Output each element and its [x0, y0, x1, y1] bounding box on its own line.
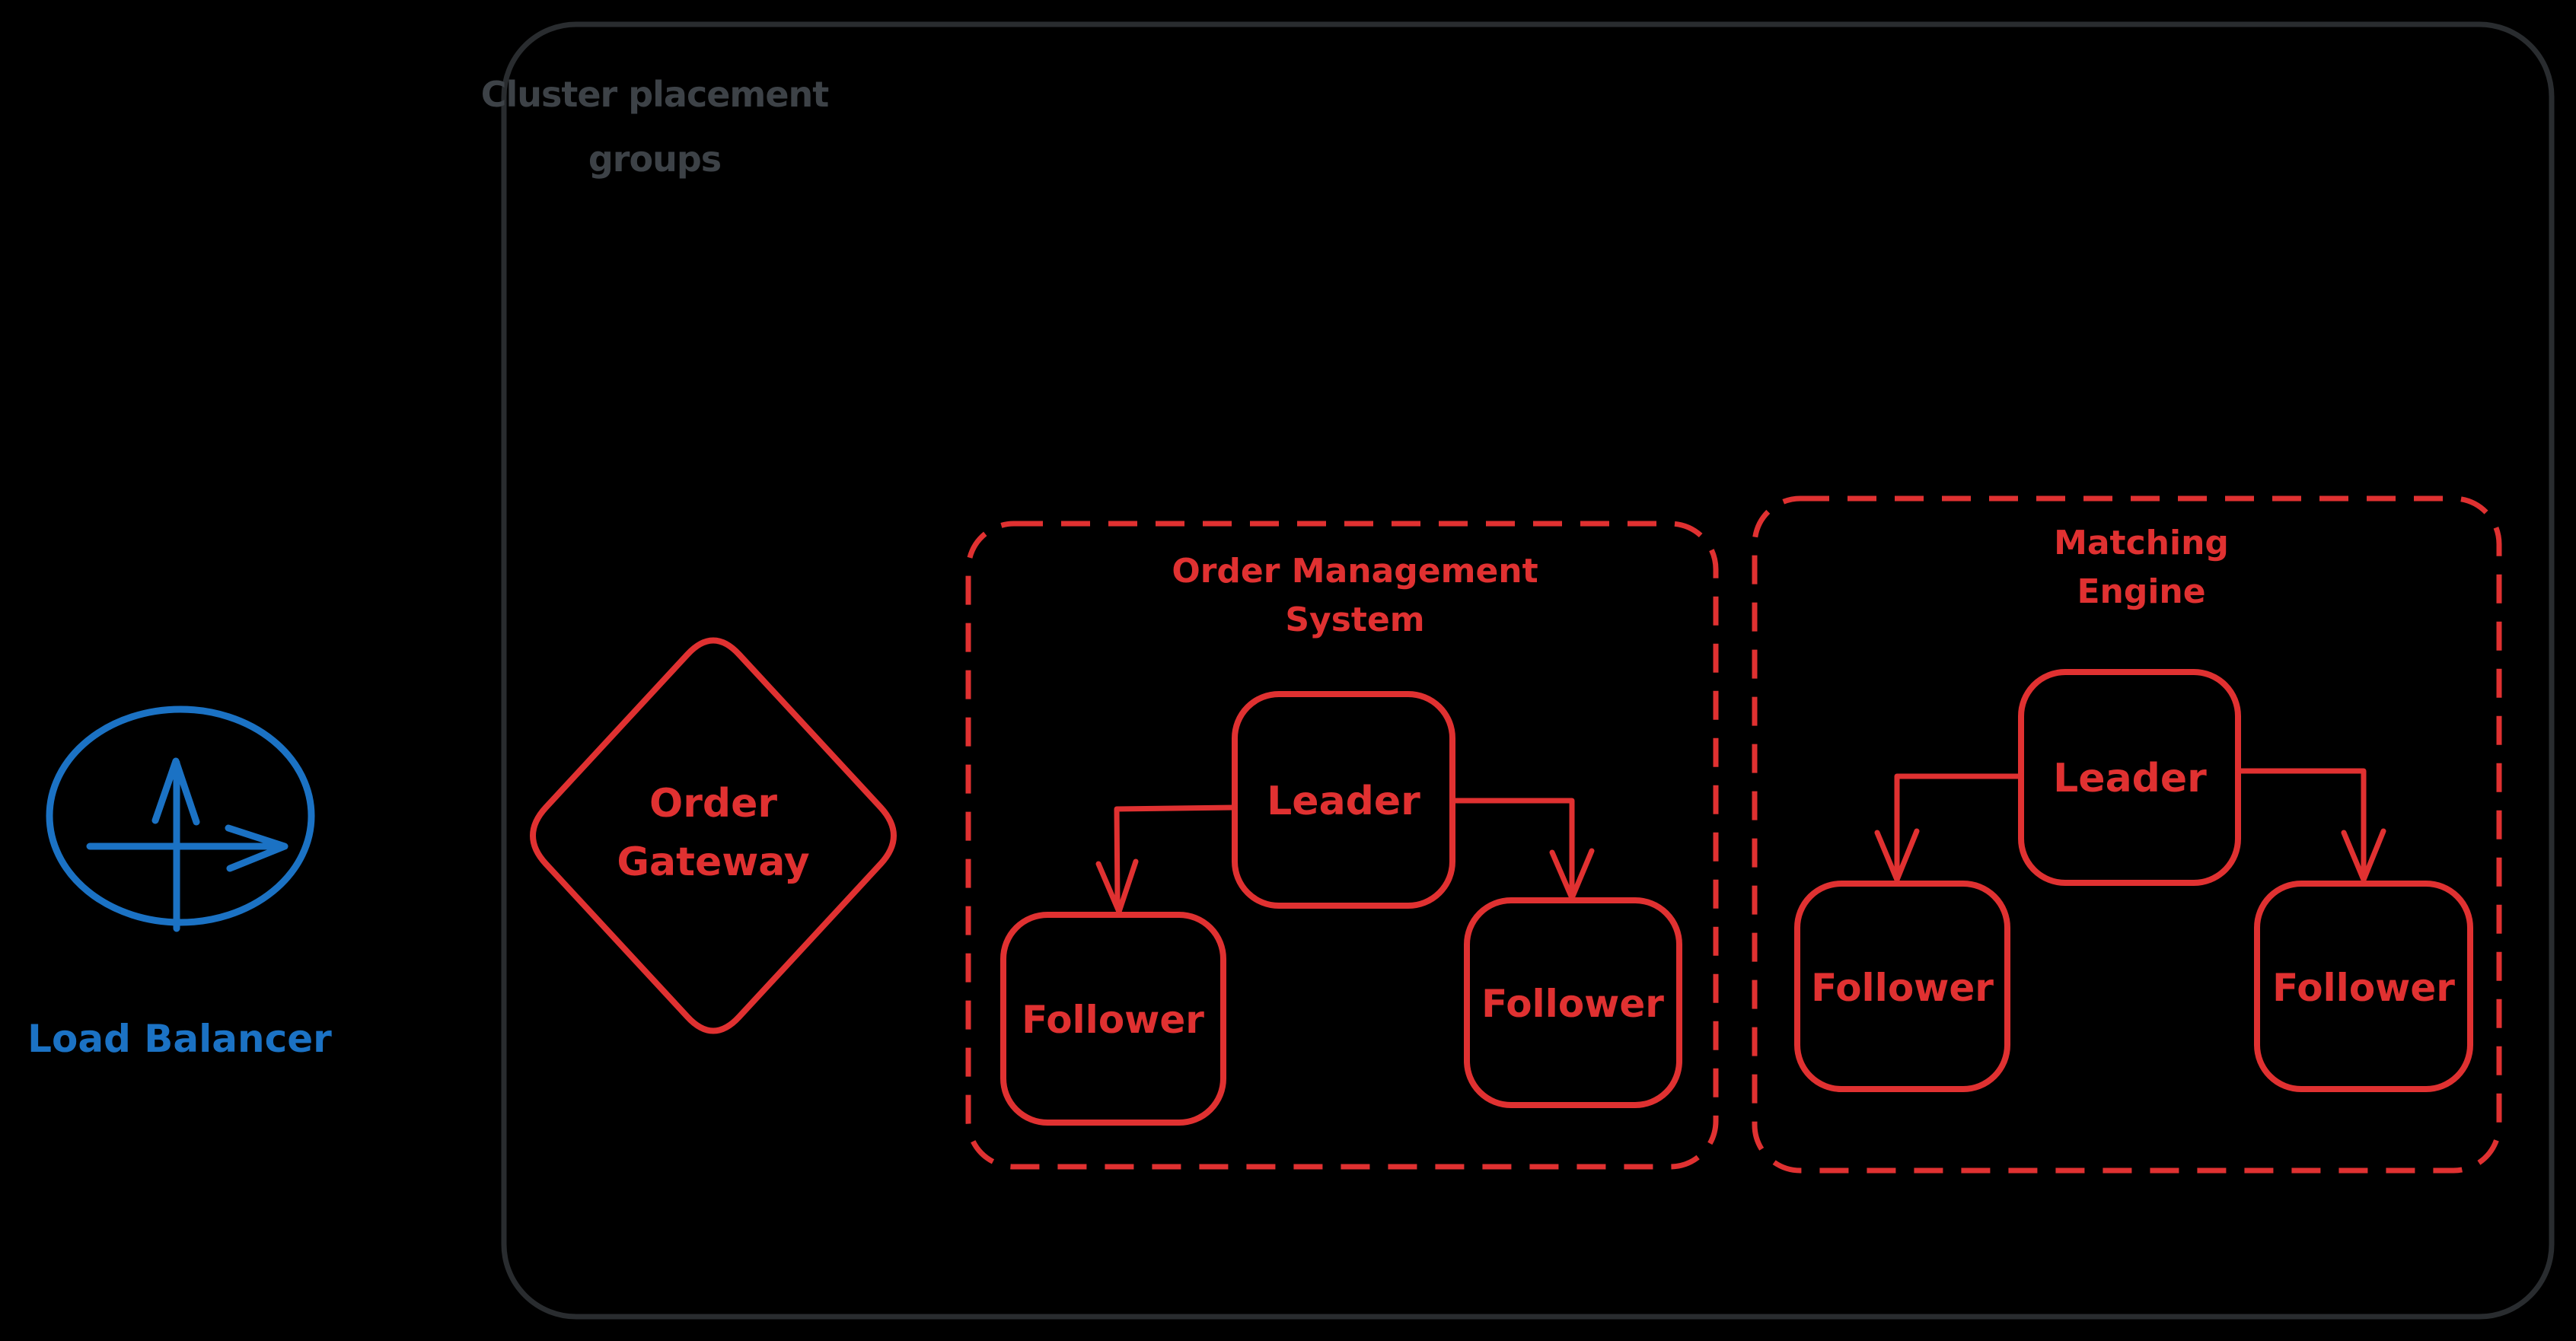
order-gateway-label-line2: Gateway [617, 839, 809, 885]
matching-engine-group: Matching Engine Leader Follower Follower [1752, 495, 2502, 1174]
cluster-placement-title-line2: groups [588, 139, 721, 180]
cluster-placement-group: Cluster placement groups [481, 21, 2555, 1320]
load-balancer[interactable]: Load Balancer [27, 706, 332, 1061]
me-follower-left-box[interactable] [1794, 881, 2010, 1092]
oms-follower-right-box[interactable] [1464, 897, 1682, 1108]
order-management-system-group: Order Management System Leader Follower … [965, 521, 1719, 1170]
oms-leader-label: Leader [1267, 779, 1420, 824]
matching-engine-title-line1: Matching [2054, 524, 2229, 562]
me-follower-left-label: Follower [1811, 966, 1994, 1010]
load-balancer-right-arrow-icon [86, 824, 289, 872]
order-management-system-boundary[interactable] [965, 521, 1719, 1170]
cluster-placement-container-outline[interactable] [501, 21, 2555, 1320]
me-follower-node-right[interactable]: Follower [2254, 881, 2473, 1092]
oms-follower-node-right[interactable]: Follower [1464, 897, 1682, 1108]
oms-follower-left-label: Follower [1022, 998, 1204, 1042]
oms-arrow-leader-to-right-follower[interactable] [1449, 798, 1595, 901]
me-arrow-leader-to-left-follower[interactable] [1874, 773, 2024, 883]
oms-follower-right-label: Follower [1481, 982, 1664, 1026]
cluster-placement-title-line1: Cluster placement [481, 74, 829, 115]
order-management-system-title-line2: System [1285, 600, 1424, 639]
me-arrow-leader-to-right-follower[interactable] [2235, 768, 2386, 883]
me-leader-node[interactable]: Leader [2018, 669, 2241, 886]
load-balancer-label: Load Balancer [27, 1017, 332, 1061]
me-follower-right-box[interactable] [2254, 881, 2473, 1092]
me-leader-label: Leader [2053, 756, 2207, 801]
order-gateway-diamond[interactable] [530, 637, 897, 1034]
me-follower-node-left[interactable]: Follower [1794, 881, 2010, 1092]
me-follower-right-label: Follower [2272, 966, 2455, 1010]
order-gateway-label-line1: Order [649, 781, 777, 827]
oms-follower-left-box[interactable] [1000, 912, 1226, 1126]
load-balancer-circle-icon [46, 706, 315, 926]
circle-cross-arrows-icon [46, 706, 315, 932]
matching-engine-title-line2: Engine [2077, 572, 2205, 611]
order-management-system-title-line1: Order Management [1172, 552, 1538, 591]
order-gateway[interactable]: Order Gateway [530, 637, 897, 1034]
oms-leader-node[interactable]: Leader [1232, 691, 1455, 909]
oms-follower-node-left[interactable]: Follower [1000, 912, 1226, 1126]
matching-engine-boundary[interactable] [1752, 495, 2502, 1174]
oms-arrow-leader-to-left-follower[interactable] [1095, 804, 1238, 915]
